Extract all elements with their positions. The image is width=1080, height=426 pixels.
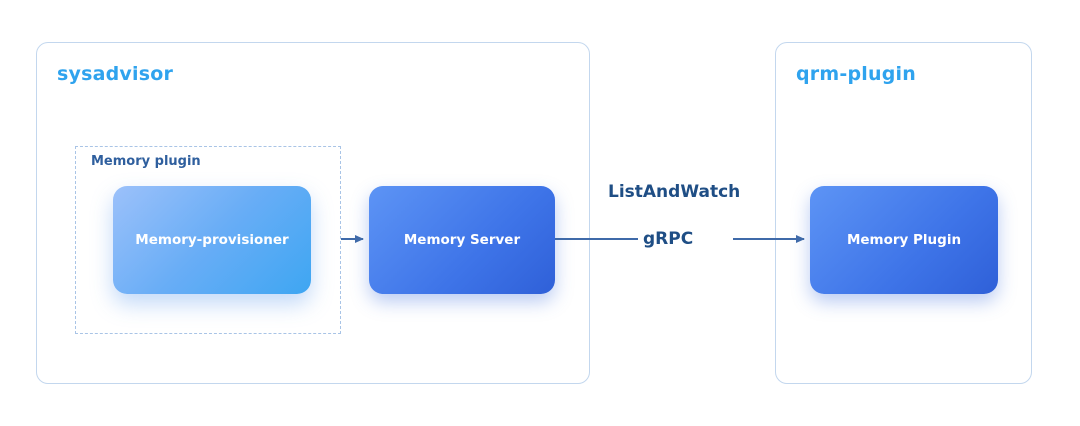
memory-plugin-label: Memory Plugin	[846, 232, 962, 248]
memory-server-label: Memory Server	[403, 232, 521, 248]
listandwatch-label: ListAndWatch	[608, 182, 741, 202]
memory-provisioner-node: Memory-provisioner	[113, 186, 311, 294]
memory-server-node: Memory Server	[369, 186, 555, 294]
memory-provisioner-label: Memory-provisioner	[135, 232, 289, 248]
memory-plugin-group-label: Memory plugin	[91, 154, 201, 169]
qrm-plugin-title: qrm-plugin	[796, 63, 916, 85]
memory-plugin-node: Memory Plugin	[810, 186, 998, 294]
sysadvisor-title: sysadvisor	[57, 63, 174, 85]
grpc-label: gRPC	[643, 229, 694, 249]
